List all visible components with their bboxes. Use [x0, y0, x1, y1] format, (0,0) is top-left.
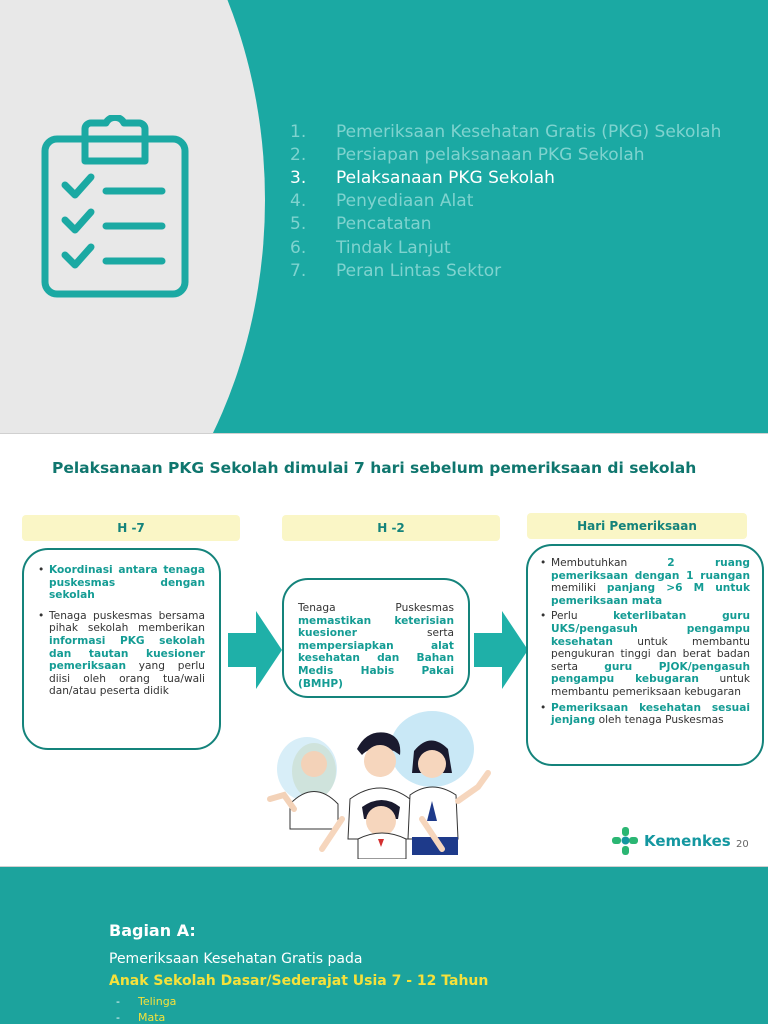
section-highlight: Anak Sekolah Dasar/Sederajat Usia 7 - 12… [109, 973, 489, 989]
agenda-list: 1.Pemeriksaan Kesehatan Gratis (PKG) Sek… [290, 120, 721, 282]
arrow-right-icon [228, 611, 282, 689]
tag-hari-pemeriksaan: Hari Pemeriksaan [527, 513, 747, 539]
agenda-label: Pemeriksaan Kesehatan Gratis (PKG) Sekol… [336, 121, 722, 142]
h2-box: Tenaga Puskesmas memastikan keterisian k… [282, 578, 470, 698]
exam-list: -Telinga -Mata [116, 995, 176, 1024]
hari-item: Perlu keterlibatan guru UKS/pengasuh pen… [540, 610, 750, 698]
agenda-item: 1.Pemeriksaan Kesehatan Gratis (PKG) Sek… [290, 121, 722, 142]
agenda-item: 4.Penyediaan Alat [290, 191, 474, 212]
h7-item: Koordinasi antara tenaga puskesmas denga… [38, 564, 205, 602]
page-number: 20 [736, 839, 749, 850]
bagian-a-slide: Bagian A: Pemeriksaan Kesehatan Gratis p… [0, 867, 768, 1024]
agenda-item: 6.Tindak Lanjut [290, 237, 451, 258]
tag-h2: H -2 [282, 515, 500, 541]
kemenkes-mark-icon [612, 827, 638, 855]
agenda-label: Penyediaan Alat [336, 191, 474, 212]
agenda-label: Peran Lintas Sektor [336, 260, 502, 281]
h7-item: Tenaga puskesmas bersama pihak sekolah m… [38, 610, 205, 698]
exam-item: -Mata [116, 1011, 166, 1024]
hari-item: Membutuhkan 2 ruang pemeriksaan dengan 1… [540, 557, 750, 607]
agenda-label: Pelaksanaan PKG Sekolah [336, 167, 555, 188]
exam-item: -Telinga [116, 995, 177, 1008]
clipboard-checklist-icon [41, 115, 189, 298]
h7-box: Koordinasi antara tenaga puskesmas denga… [22, 548, 221, 750]
pelaksanaan-slide: Pelaksanaan PKG Sekolah dimulai 7 hari s… [0, 433, 768, 867]
agenda-label: Tindak Lanjut [336, 237, 451, 258]
agenda-item-active: 3.Pelaksanaan PKG Sekolah [290, 167, 555, 188]
logo-text: Kemenkes [644, 832, 731, 850]
hari-item: Pemeriksaan kesehatan sesuai jenjang ole… [540, 702, 750, 727]
kemenkes-logo: Kemenkes [612, 827, 731, 855]
agenda-item: 2.Persiapan pelaksanaan PKG Sekolah [290, 144, 645, 165]
slide-title: Pelaksanaan PKG Sekolah dimulai 7 hari s… [52, 459, 697, 477]
agenda-slide: 1.Pemeriksaan Kesehatan Gratis (PKG) Sek… [0, 0, 768, 433]
students-illustration [267, 711, 491, 859]
tag-h7: H -7 [22, 515, 240, 541]
section-subtitle: Pemeriksaan Kesehatan Gratis pada [109, 951, 363, 967]
agenda-label: Persiapan pelaksanaan PKG Sekolah [336, 144, 645, 165]
arrow-right-icon [474, 611, 528, 689]
agenda-item: 5.Pencatatan [290, 214, 432, 235]
section-title: Bagian A: [109, 921, 196, 940]
agenda-item: 7.Peran Lintas Sektor [290, 260, 502, 281]
hari-pemeriksaan-box: Membutuhkan 2 ruang pemeriksaan dengan 1… [526, 544, 764, 766]
agenda-label: Pencatatan [336, 214, 432, 235]
